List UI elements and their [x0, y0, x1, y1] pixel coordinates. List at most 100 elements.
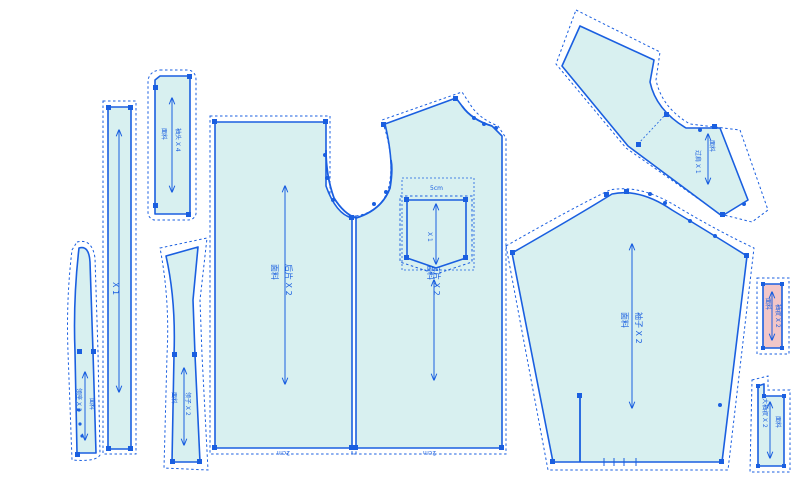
front-node[interactable]: [494, 126, 498, 130]
collar-stand-node[interactable]: [91, 349, 96, 354]
strip-label: X 1: [111, 282, 120, 295]
pocket-node[interactable]: [404, 255, 409, 260]
yoke-foldline: [637, 113, 667, 145]
pocket-top-note: 5cm: [430, 185, 443, 192]
pattern-piece-strip[interactable]: X 1: [102, 100, 137, 455]
strip-corner-node[interactable]: [128, 446, 133, 451]
collar-stand-material: 面料: [88, 398, 96, 410]
yoke-node[interactable]: [742, 202, 746, 206]
back-hem-note: 2cm: [277, 449, 290, 456]
yoke-label: 过肩 X 1: [694, 150, 702, 174]
placket-pink-node[interactable]: [761, 346, 765, 350]
collar-stand-node[interactable]: [77, 408, 81, 412]
back-label: 后片 X 2: [284, 264, 294, 296]
strip-corner-node[interactable]: [106, 105, 111, 110]
cuff-node[interactable]: [187, 74, 192, 79]
sleeve-node[interactable]: [744, 253, 749, 258]
collar-stand-outline: [73, 246, 97, 454]
yoke-node[interactable]: [698, 128, 702, 132]
sleeve-node[interactable]: [663, 201, 667, 205]
collar-node[interactable]: [197, 459, 202, 464]
back-node[interactable]: [212, 445, 217, 450]
strip-corner-node[interactable]: [106, 446, 111, 451]
placket-small-node[interactable]: [782, 464, 786, 468]
front-node[interactable]: [499, 445, 504, 450]
cuff-node[interactable]: [153, 85, 158, 90]
sleeve-node[interactable]: [624, 189, 629, 194]
yoke-material: 面料: [708, 140, 716, 152]
pattern-piece-cuff[interactable]: 面料 袖头 X 4: [147, 69, 197, 221]
placket-pink-node[interactable]: [761, 282, 765, 286]
pattern-piece-collar-stand[interactable]: 领座 X 2 面料: [67, 240, 101, 461]
collar-stand-node[interactable]: [80, 434, 84, 438]
sleeve-node[interactable]: [719, 459, 724, 464]
collar-stand-node[interactable]: [75, 452, 80, 457]
pocket-node[interactable]: [463, 255, 468, 260]
pattern-piece-placket-small[interactable]: 大袖衩 X 2 面料: [749, 375, 791, 473]
neckline-seam: [355, 159, 393, 219]
front-node[interactable]: [482, 122, 486, 126]
sleeve-node[interactable]: [688, 219, 692, 223]
front-node[interactable]: [372, 202, 376, 206]
collar-stand-node[interactable]: [77, 349, 82, 354]
placket-pink-label: 袖衩 X 2: [774, 304, 782, 328]
collar-label: 领子 X 2: [184, 392, 192, 416]
neckline-seam: [325, 149, 357, 219]
pattern-piece-front[interactable]: 面料 前片 X 2 2cm: [325, 91, 507, 456]
placket-pink-node[interactable]: [780, 346, 784, 350]
collar-node[interactable]: [170, 459, 175, 464]
collar-node[interactable]: [192, 352, 197, 357]
sleeve-node[interactable]: [713, 234, 717, 238]
back-node[interactable]: [323, 119, 328, 124]
yoke-node[interactable]: [664, 112, 669, 117]
placket-pink-node[interactable]: [780, 282, 784, 286]
placket-small-material: 面料: [774, 416, 782, 428]
sleeve-node[interactable]: [577, 393, 582, 398]
pocket-node[interactable]: [404, 197, 409, 202]
pattern-piece-back[interactable]: 面料 后片 X 2 2cm: [209, 115, 357, 456]
pattern-piece-yoke[interactable]: 过肩 X 1 面料: [555, 9, 769, 223]
yoke-outline: [561, 25, 749, 217]
collar-stand-label: 领座 X 2: [75, 388, 83, 412]
pattern-piece-pocket[interactable]: 5cm X 1: [399, 177, 475, 275]
cuff-material: 面料: [160, 128, 168, 140]
front-node[interactable]: [453, 96, 458, 101]
cuff-node[interactable]: [186, 212, 191, 217]
placket-small-node[interactable]: [762, 394, 766, 398]
front-node[interactable]: [381, 122, 386, 127]
yoke-node[interactable]: [712, 124, 717, 129]
sleeve-label: 袖子 X 2: [634, 312, 644, 344]
pattern-piece-sleeve[interactable]: 面料 袖子 X 2: [505, 188, 755, 471]
back-outline: [214, 121, 353, 449]
sleeve-node[interactable]: [510, 250, 515, 255]
strip-corner-node[interactable]: [128, 105, 133, 110]
back-material: 面料: [270, 264, 280, 280]
sleeve-node[interactable]: [718, 403, 722, 407]
front-node[interactable]: [384, 190, 388, 194]
cuff-node[interactable]: [153, 203, 158, 208]
placket-small-node[interactable]: [756, 384, 760, 388]
placket-small-node[interactable]: [756, 464, 760, 468]
sleeve-material: 面料: [620, 312, 630, 328]
collar-stand-node[interactable]: [78, 422, 82, 426]
back-node[interactable]: [212, 119, 217, 124]
pattern-piece-collar[interactable]: 面料 领子 X 2: [159, 237, 209, 471]
placket-small-node[interactable]: [782, 394, 786, 398]
front-label: 前片 X 2: [432, 264, 442, 296]
pocket-node[interactable]: [463, 197, 468, 202]
collar-material: 面料: [170, 392, 178, 404]
pocket-label: X 1: [426, 232, 433, 242]
sleeve-node[interactable]: [604, 192, 609, 197]
collar-node[interactable]: [172, 352, 177, 357]
cuff-label: 袖头 X 4: [174, 128, 182, 152]
front-node[interactable]: [353, 445, 358, 450]
sleeve-node[interactable]: [648, 192, 652, 196]
front-node[interactable]: [472, 116, 476, 120]
yoke-node[interactable]: [636, 142, 641, 147]
yoke-node[interactable]: [720, 212, 725, 217]
placket-pink-material: 面料: [764, 298, 772, 310]
sleeve-node[interactable]: [550, 459, 555, 464]
pattern-piece-placket-pink[interactable]: 面料 袖衩 X 2: [756, 277, 790, 355]
front-hem-note: 2cm: [423, 449, 436, 456]
